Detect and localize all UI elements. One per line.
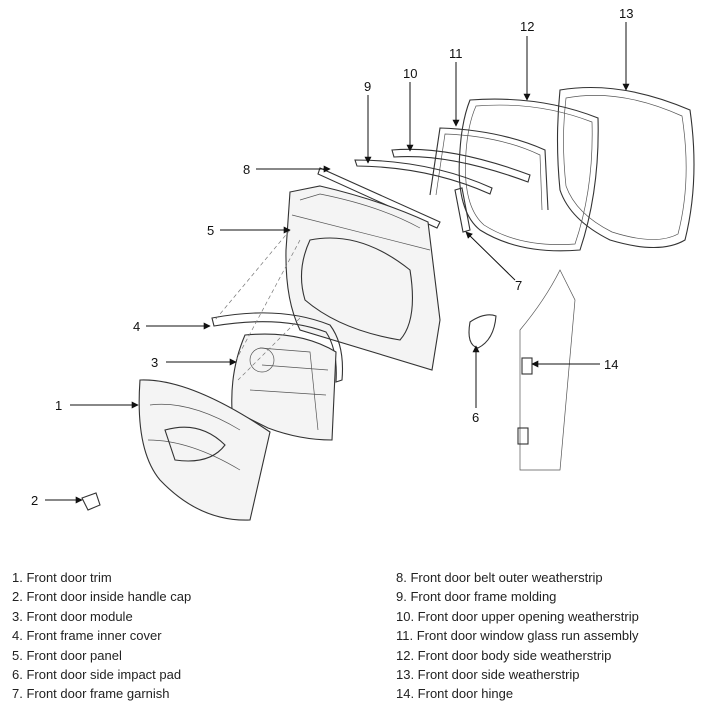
legend-item: 8. Front door belt outer weatherstrip — [396, 570, 603, 585]
legend-item: 6. Front door side impact pad — [12, 667, 182, 683]
exploded-door-diagram: 1 2 3 4 5 6 7 8 9 10 11 12 13 14 — [31, 6, 695, 521]
front-door-hinge — [517, 269, 576, 471]
front-door-panel — [285, 185, 441, 371]
callout-7: 7 — [515, 278, 522, 293]
door-side-weatherstrip — [556, 86, 695, 248]
legend-item: 5. Front door panel — [12, 647, 122, 663]
callout-2: 2 — [31, 493, 38, 508]
callout-9: 9 — [364, 79, 371, 94]
callout-3: 3 — [151, 355, 158, 370]
legend-item: 14. Front door hinge — [396, 686, 514, 702]
callout-10: 10 — [403, 66, 417, 81]
callout-1: 1 — [55, 398, 62, 413]
assembly-guide-line — [214, 229, 301, 381]
legend-item: 4. Front frame inner cover — [12, 628, 162, 644]
legend-item: 9. Front door frame molding — [396, 589, 557, 605]
upper-opening-weatherstrip — [391, 148, 531, 183]
parts-legend-right: 8. Front door belt outer weatherstrip 9.… — [396, 568, 639, 704]
glass-run-assembly — [429, 127, 549, 211]
body-side-weatherstrip — [458, 98, 599, 252]
legend-item: 10. Front door upper opening weatherstri… — [396, 608, 639, 624]
callout-8: 8 — [243, 162, 250, 177]
legend-item: 2. Front door inside handle cap — [12, 589, 192, 605]
callout-11: 11 — [449, 46, 463, 61]
callout-12: 12 — [520, 19, 534, 34]
legend-item: 7. Front door frame garnish — [12, 686, 170, 702]
callout-4: 4 — [133, 319, 140, 334]
belt-outer-weatherstrip — [317, 167, 441, 229]
legend-item: 3. Front door module — [12, 608, 133, 624]
callout-14: 14 — [604, 357, 618, 372]
legend-item: 1. Front door trim — [12, 570, 112, 585]
frame-garnish — [454, 187, 471, 233]
side-impact-pad — [468, 314, 497, 349]
callout-6: 6 — [472, 410, 479, 425]
frame-inner-cover — [211, 312, 344, 383]
frame-molding — [354, 159, 493, 195]
parts-legend-left: 1. Front door trim 2. Front door inside … — [12, 568, 191, 704]
inside-handle-cap — [81, 492, 101, 511]
front-door-trim — [138, 379, 271, 521]
legend-item: 11. Front door window glass run assembly — [396, 628, 639, 644]
legend-item: 12. Front door body side weatherstrip — [396, 647, 612, 663]
callout-13: 13 — [619, 6, 633, 21]
legend-item: 13. Front door side weatherstrip — [396, 667, 580, 683]
callout-5: 5 — [207, 223, 214, 238]
